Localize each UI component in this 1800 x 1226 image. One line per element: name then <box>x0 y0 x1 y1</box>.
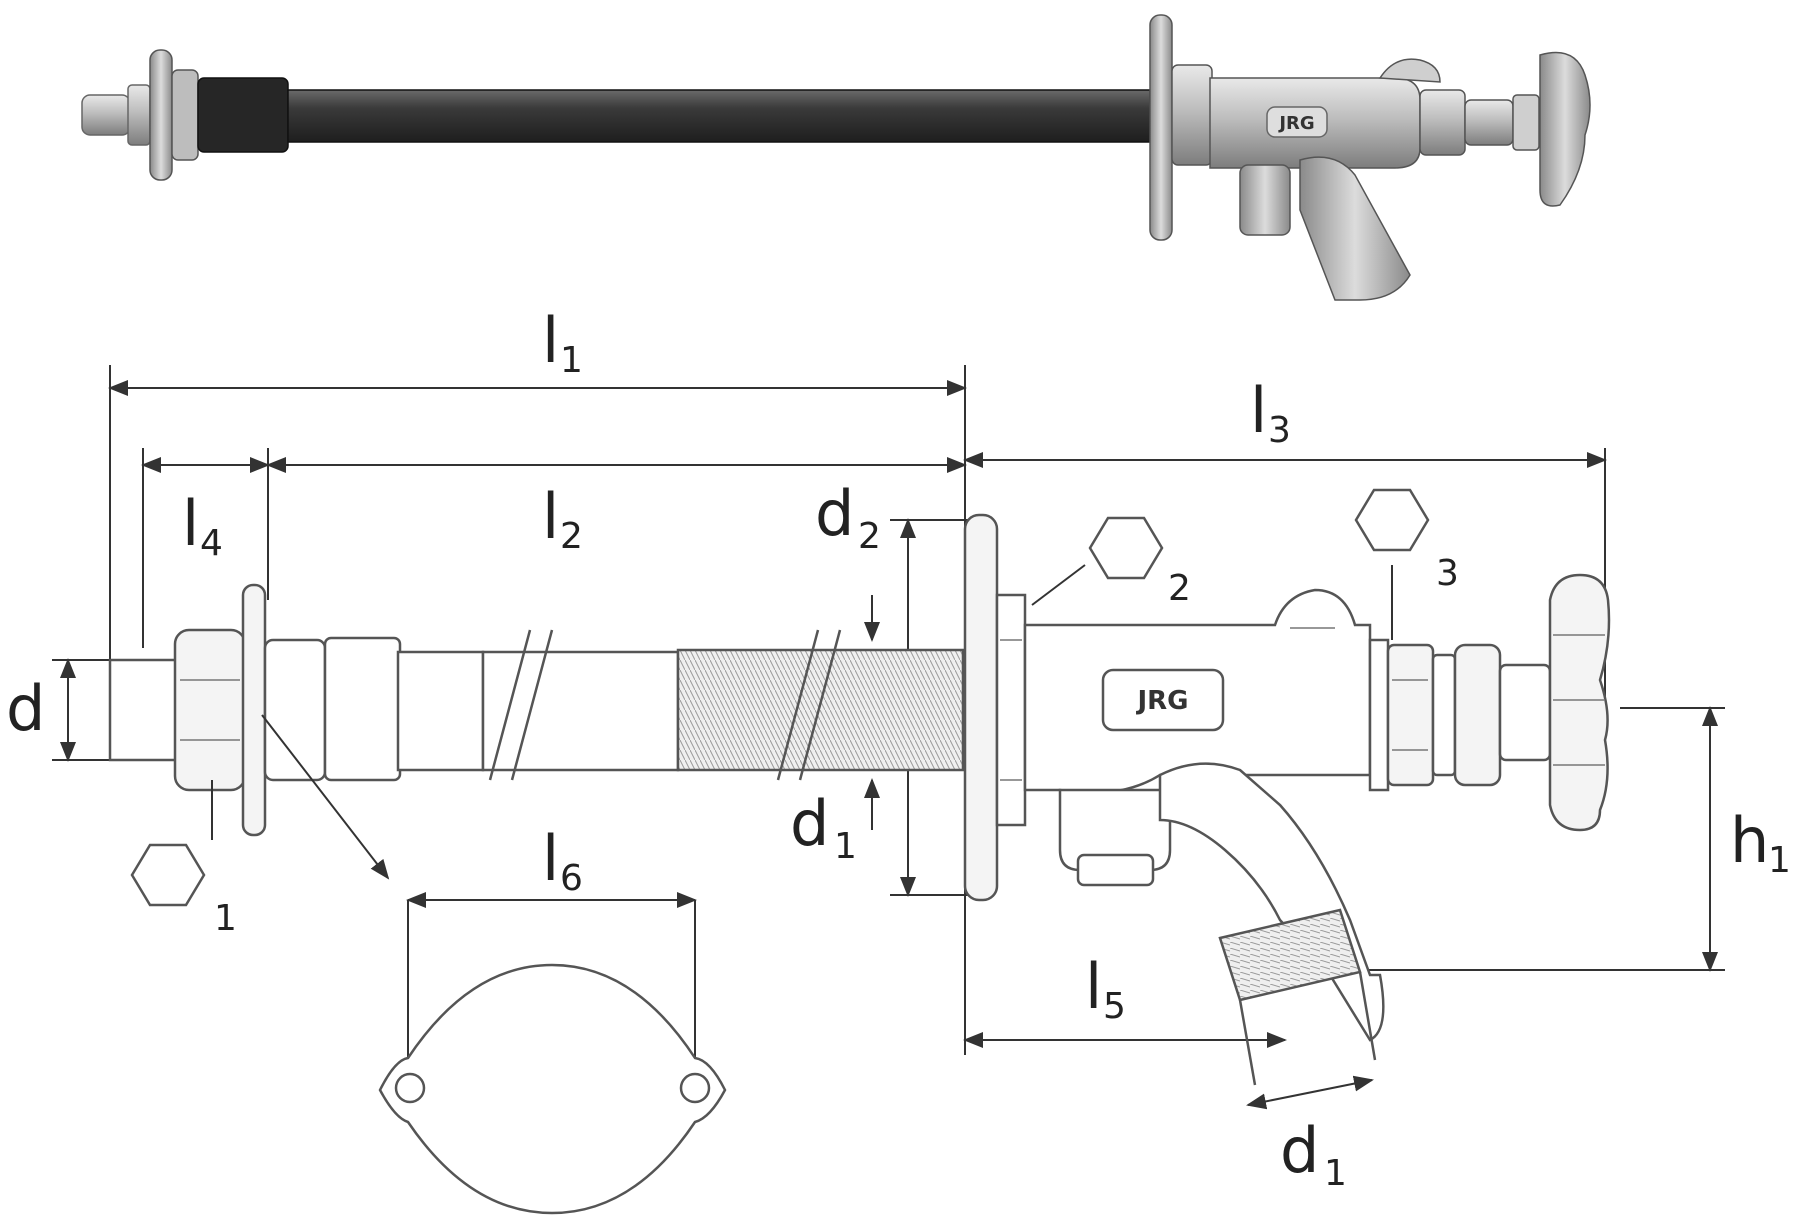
rear-flange-plate <box>241 583 267 837</box>
photo-inlet-nut <box>127 84 151 146</box>
svg-text:l: l <box>542 822 559 895</box>
label-d1-pipe: d 1 <box>790 787 857 867</box>
svg-text:6: 6 <box>560 858 583 899</box>
svg-text:1: 1 <box>560 340 583 381</box>
label-l3: l 3 <box>1250 374 1291 451</box>
label-d: d <box>6 672 45 745</box>
wall-rosette <box>963 513 999 902</box>
break-mark <box>488 629 532 781</box>
svg-text:1: 1 <box>834 826 857 867</box>
svg-text:1: 1 <box>1324 1153 1347 1194</box>
drain-cap <box>1076 853 1155 887</box>
outlet-pipe-right <box>1358 971 1377 1061</box>
drawing-brand-mark: JRG <box>1135 686 1188 716</box>
outlet-pipe-left <box>1238 999 1257 1086</box>
outlet-spout-body <box>1158 762 1385 1042</box>
svg-text:3: 3 <box>1268 410 1291 451</box>
flange-hole-left <box>394 1072 426 1104</box>
svg-text:h: h <box>1730 804 1769 877</box>
hexagon-icon <box>1354 488 1430 552</box>
photo-frost-pipe <box>287 89 1151 143</box>
inlet-hex-nut <box>173 628 247 792</box>
rear-sleeve <box>323 636 402 782</box>
pipe-segment-left <box>396 650 485 772</box>
product-photo: JRG <box>81 14 1591 301</box>
photo-spindle-nut <box>1512 94 1540 151</box>
body-collar <box>995 593 1027 827</box>
svg-text:d: d <box>6 672 45 745</box>
photo-rear-nut <box>171 69 199 161</box>
hex3-wrench-symbol: 3 <box>1354 488 1459 640</box>
photo-spindle <box>1464 99 1514 146</box>
svg-text:l: l <box>1250 374 1267 447</box>
hex1-wrench-symbol: 1 <box>130 780 237 939</box>
svg-text:d: d <box>1280 1114 1319 1187</box>
spindle-collar <box>1431 653 1457 777</box>
drawing-brand-plate <box>1101 668 1225 732</box>
photo-body-collar <box>1171 64 1213 166</box>
svg-text:d: d <box>790 787 829 860</box>
inlet-nipple <box>108 658 184 762</box>
photo-brand-plate <box>1266 106 1328 138</box>
label-l4: l 4 <box>182 487 223 564</box>
svg-text:d: d <box>815 477 854 550</box>
photo-gland-nut <box>1419 89 1466 156</box>
pipe-segment-middle <box>481 650 680 772</box>
photo-handwheel <box>1539 51 1591 207</box>
label-d1-outlet: d 1 <box>1280 1114 1347 1194</box>
svg-text:l: l <box>1085 950 1102 1023</box>
break-mark <box>510 629 554 781</box>
break-mark <box>798 629 842 781</box>
pipe-threaded-section <box>676 648 965 772</box>
break-mark <box>776 629 820 781</box>
flange-detail-plate <box>378 963 727 1215</box>
svg-text:l: l <box>182 487 199 560</box>
hex1-number: 1 <box>214 898 237 939</box>
label-l5: l 5 <box>1085 950 1126 1027</box>
hexagon-icon <box>1088 516 1164 580</box>
label-l6: l 6 <box>542 822 583 899</box>
photo-insulation-sleeve <box>197 77 289 153</box>
gland-nut <box>1386 643 1435 787</box>
svg-text:2: 2 <box>858 516 881 557</box>
handwheel <box>1548 573 1611 832</box>
photo-inlet-nipple <box>81 94 131 136</box>
svg-text:l: l <box>542 304 559 377</box>
technical-drawing: JRG 1 <box>6 304 1791 1215</box>
label-l2: l 2 <box>542 480 583 557</box>
gland-ring <box>1368 638 1390 792</box>
svg-text:2: 2 <box>560 516 583 557</box>
label-l1: l 1 <box>542 304 583 381</box>
label-h1: h 1 <box>1730 804 1791 881</box>
photo-drain-nub <box>1239 164 1291 236</box>
detail-leader-arrow <box>261 714 390 880</box>
photo-vent-cap <box>1378 58 1441 83</box>
hex3-number: 3 <box>1436 553 1459 594</box>
dimension-line-d1-outlet <box>1246 1075 1374 1110</box>
hex2-number: 2 <box>1168 568 1191 609</box>
svg-text:1: 1 <box>1768 840 1791 881</box>
photo-brand-mark: JRG <box>1277 113 1314 134</box>
svg-text:l: l <box>542 480 559 553</box>
photo-wall-rosette <box>1149 14 1173 241</box>
svg-text:4: 4 <box>200 523 223 564</box>
hex2-leader <box>1031 564 1086 606</box>
spindle-nut <box>1453 643 1502 787</box>
flange-hole-right <box>679 1072 711 1104</box>
photo-rear-flange <box>149 49 173 181</box>
svg-text:5: 5 <box>1103 986 1126 1027</box>
hex2-wrench-symbol: 2 <box>1031 516 1191 609</box>
label-d2: d 2 <box>815 477 881 557</box>
photo-outlet-spout <box>1299 156 1411 301</box>
hexagon-icon <box>130 843 206 907</box>
spindle-stem <box>1498 663 1552 762</box>
